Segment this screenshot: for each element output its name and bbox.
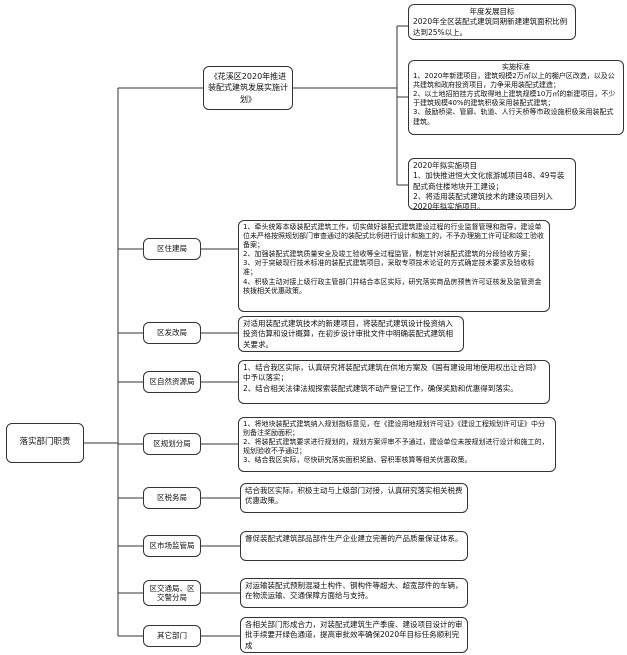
- projects-title: 2020年拟实施项目: [413, 161, 478, 170]
- dept-label: 其它部门: [157, 630, 187, 640]
- dept-node-market: 区市场监管局: [143, 535, 201, 557]
- duty-text: 结合我区实际，积极主动与上级部门对接，认真研究落实相关税费优惠政策。: [245, 486, 463, 506]
- projects-text: 1、加快推进恒大文化旅游城项目48、49号装配式商住楼地块开工建设； 2、将适用…: [413, 171, 565, 210]
- plan-label: 《花溪区2020年推进装配式建筑发展实施计划》: [208, 72, 288, 104]
- dept-label: 区自然资源局: [149, 376, 195, 386]
- root-node: 落实部门职责: [6, 423, 84, 463]
- dept-node-housing: 区住建局: [143, 238, 201, 260]
- duty-text: 1、将地块装配式建筑纳入规划指标意见，在《建设用地规划许可证》《建设工程规划许可…: [243, 420, 549, 465]
- standard-node: 实施标准 1、2020年新建项目，建筑规模2万㎡以上的棚户区改造，以及公共建筑和…: [408, 60, 624, 135]
- plan-node: 《花溪区2020年推进装配式建筑发展实施计划》: [203, 66, 293, 110]
- dept-label: 区发改局: [157, 327, 187, 337]
- goal-node: 年度发展目标 2020年全区装配式建筑同期新建建筑面积比例达到25%以上。: [408, 4, 576, 40]
- goal-title: 年度发展目标: [469, 7, 515, 16]
- duty-text: 对适用装配式建筑技术的新建项目，将装配式建筑设计投资纳入投资估算和设计概算，在初…: [243, 319, 453, 349]
- dept-node-tax: 区税务局: [143, 487, 201, 509]
- duty-node-tax: 结合我区实际，积极主动与上级部门对接，认真研究落实相关税费优惠政策。: [240, 483, 468, 513]
- standard-text: 1、2020年新建项目，建筑规模2万㎡以上的棚户区改造，以及公共建筑和政府投资项…: [413, 72, 616, 126]
- dept-node-transport: 区交通局、区交警分局: [143, 580, 201, 606]
- duty-text: 各相关部门形成合力，对装配式建筑生产季度、建设项目设计的审批手续要开绿色通道，提…: [245, 620, 463, 650]
- duty-node-natural-resources: 1、结合我区实际，认真研究将装配式建筑在供地方案及《国有建设用地使用权出让合同》…: [238, 360, 550, 404]
- duty-node-market: 督促装配式建筑部品部件生产企业建立完善的产品质量保证体系。: [240, 531, 468, 561]
- duty-node-reform: 对适用装配式建筑技术的新建项目，将装配式建筑设计投资纳入投资估算和设计概算，在初…: [238, 316, 464, 352]
- duty-text: 对运输装配式预制混凝土构件、钢构件等超大、超宽部件的车辆，在物流运输、交通保障方…: [245, 581, 463, 601]
- dept-node-natural-resources: 区自然资源局: [143, 371, 201, 393]
- projects-node: 2020年拟实施项目 1、加快推进恒大文化旅游城项目48、49号装配式商住楼地块…: [408, 158, 576, 210]
- dept-label: 区市场监管局: [149, 540, 195, 550]
- dept-node-other: 其它部门: [143, 625, 201, 647]
- dept-node-planning: 区规划分局: [143, 433, 201, 455]
- duty-text: 1、结合我区实际，认真研究将装配式建筑在供地方案及《国有建设用地使用权出让合同》…: [243, 363, 541, 393]
- dept-label: 区交通局、区交警分局: [149, 583, 195, 602]
- duty-node-housing: 1、牵头统筹本级装配式建筑工作，切实做好装配式建筑建设过程的行业监督管理和指导，…: [238, 220, 550, 312]
- duty-node-planning: 1、将地块装配式建筑纳入规划指标意见，在《建设用地规划许可证》《建设工程规划许可…: [238, 417, 556, 472]
- duty-text: 督促装配式建筑部品部件生产企业建立完善的产品质量保证体系。: [245, 534, 463, 543]
- duty-node-other: 各相关部门形成合力，对装配式建筑生产季度、建设项目设计的审批手续要开绿色通道，提…: [240, 617, 468, 653]
- dept-label: 区住建局: [157, 243, 187, 253]
- goal-text: 2020年全区装配式建筑同期新建建筑面积比例达到25%以上。: [413, 17, 568, 37]
- root-label: 落实部门职责: [19, 437, 71, 448]
- standard-title: 实施标准: [502, 63, 530, 71]
- dept-node-reform: 区发改局: [143, 322, 201, 344]
- dept-label: 区规划分局: [153, 438, 191, 448]
- duty-node-transport: 对运输装配式预制混凝土构件、钢构件等超大、超宽部件的车辆，在物流运输、交通保障方…: [240, 578, 468, 608]
- duty-text: 1、牵头统筹本级装配式建筑工作，切实做好装配式建筑建设过程的行业监督管理和指导，…: [243, 223, 544, 295]
- dept-label: 区税务局: [157, 492, 187, 502]
